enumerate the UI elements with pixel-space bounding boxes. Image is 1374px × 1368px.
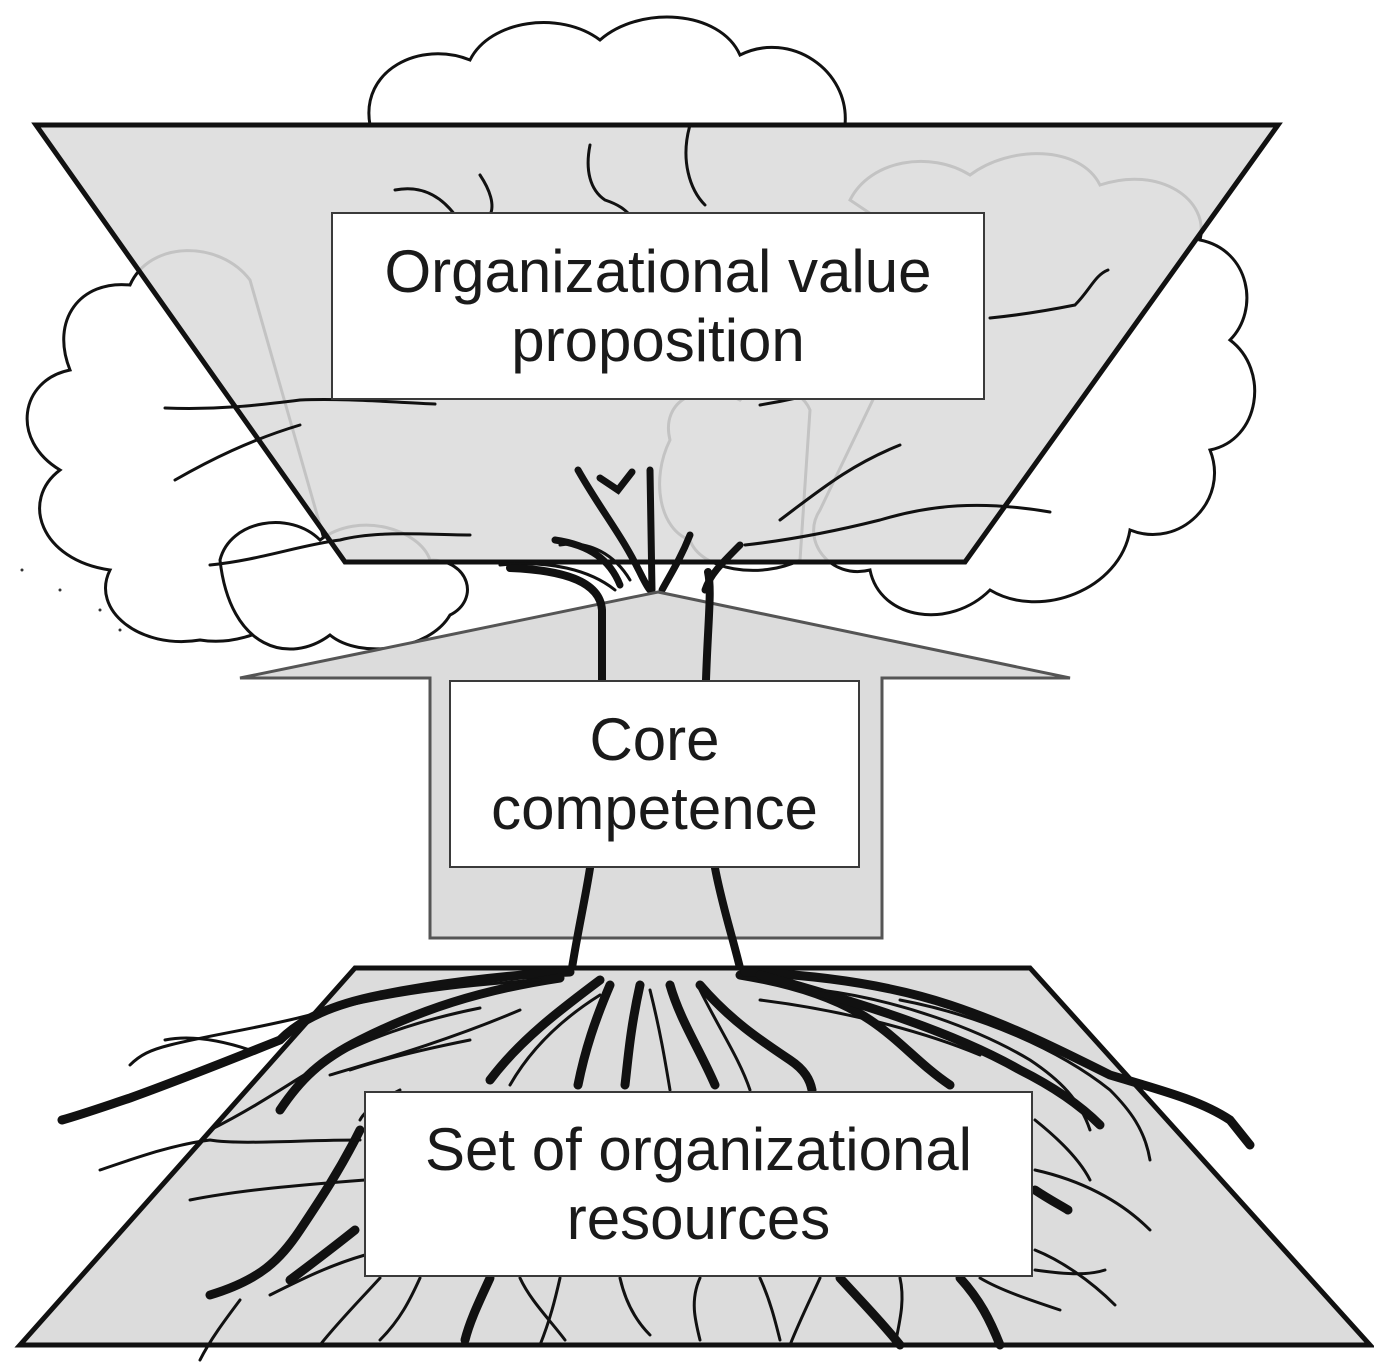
core-competence-box: Core competence bbox=[449, 680, 860, 868]
value-proposition-box: Organizational value proposition bbox=[331, 212, 985, 400]
tree-roots-thin bbox=[98, 978, 1152, 1362]
resources-label-line2: resources bbox=[566, 1185, 831, 1252]
value-proposition-label-line1: Organizational value bbox=[384, 238, 932, 305]
scan-artifacts bbox=[20, 568, 122, 632]
core-competence-label-line1: Core bbox=[589, 706, 720, 773]
value-proposition-label-line2: proposition bbox=[511, 307, 805, 374]
resources-label-line1: Set of organizational bbox=[424, 1116, 973, 1183]
tree-trunk bbox=[506, 564, 744, 972]
core-competence-label-line2: competence bbox=[491, 775, 818, 842]
canopy-cloud-top bbox=[367, 15, 847, 127]
resources-box: Set of organizational resources bbox=[364, 1091, 1033, 1277]
